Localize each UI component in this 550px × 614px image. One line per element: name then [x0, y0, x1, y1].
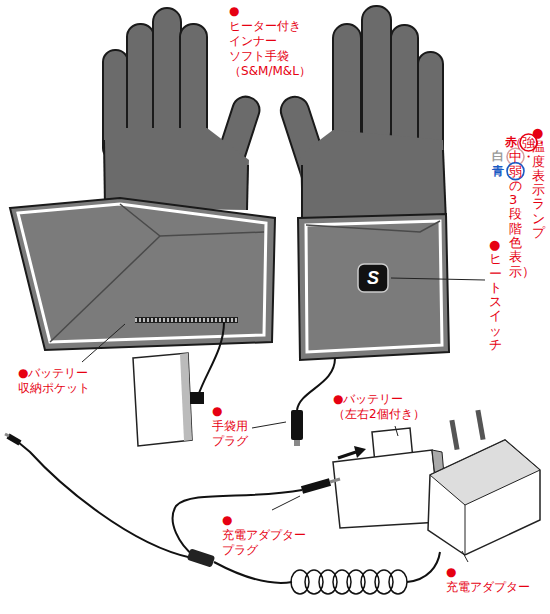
adapter-prong — [449, 420, 459, 450]
callout-label: ●充電アダプター — [446, 565, 530, 595]
glove-plug — [291, 358, 335, 446]
cable — [214, 562, 292, 583]
callout-label: ●温度表示ランプ — [532, 126, 545, 240]
ac-adapter — [428, 410, 540, 555]
wire — [198, 322, 224, 396]
cuff — [10, 198, 275, 350]
callout-label: （強・中・弱の3段階色表示） — [509, 136, 522, 279]
color-name: 青 — [492, 164, 504, 179]
cuff-fold — [50, 236, 160, 342]
glove-palm — [300, 130, 446, 222]
zipper — [135, 317, 238, 323]
cuff-trim — [18, 204, 266, 342]
battery-body — [133, 353, 192, 446]
glove-finger — [153, 8, 181, 148]
glove-battery — [133, 322, 224, 446]
leader-line — [252, 422, 286, 428]
glove-edge — [443, 150, 446, 222]
right-glove — [277, 6, 446, 222]
cable-coil — [319, 570, 337, 594]
adapter-body — [428, 440, 540, 555]
product-title: ●ヒーター付き インナー ソフト手袋 （S&M/M&L） — [229, 4, 311, 79]
callout-label: ●バッテリー 収納ポケット — [18, 366, 90, 396]
cable-end-tip — [5, 434, 9, 436]
adapter-prong — [475, 410, 485, 440]
plug-body — [291, 410, 303, 440]
insert-arrow — [338, 452, 356, 458]
cable-coil — [361, 570, 379, 594]
cable-joint — [187, 548, 215, 567]
leader-line — [391, 278, 485, 280]
color-name: 白 — [492, 149, 504, 164]
charger-cable — [18, 442, 440, 594]
leader-line — [462, 551, 468, 562]
cable-coil — [375, 570, 393, 594]
cable — [407, 552, 440, 582]
callout-label: ●手袋用 プラグ — [212, 404, 248, 449]
cable-coil — [333, 570, 351, 594]
cable-end-plug — [8, 436, 20, 443]
cuff — [298, 214, 449, 360]
plug-tip — [294, 440, 300, 446]
glove-edge — [104, 140, 105, 208]
battery-body — [333, 450, 440, 528]
glove-edge — [301, 165, 303, 222]
leader-line — [272, 496, 300, 510]
leader-line — [395, 426, 398, 436]
cable-coil — [389, 570, 407, 594]
glove-palm — [104, 128, 249, 210]
callout-label: ●ヒートスイッチ — [489, 238, 502, 352]
leader-line — [82, 324, 125, 362]
cuff-fold — [306, 221, 440, 232]
adapter-plug — [302, 482, 330, 490]
adapter-plug-tip — [330, 479, 340, 482]
insert-arrowhead — [354, 446, 366, 458]
glove-edge — [247, 165, 248, 210]
adapter-edge — [465, 505, 466, 555]
callout-label: ●充電アダプター プラグ — [222, 513, 306, 558]
cable-coil — [291, 570, 309, 594]
zipper-teeth — [135, 318, 238, 322]
glove-finger — [362, 6, 391, 146]
switch-logo: S — [367, 268, 379, 288]
color-name: 赤 — [505, 135, 517, 150]
heat-switch — [358, 264, 388, 292]
cable — [18, 442, 192, 558]
cable-coil — [347, 570, 365, 594]
cable-coil — [305, 570, 323, 594]
adapter-face — [430, 440, 540, 505]
left-cuff — [10, 198, 275, 350]
cuff-fold — [120, 204, 264, 236]
leader-lines — [82, 278, 485, 562]
wire — [297, 358, 335, 410]
battery-plug — [190, 392, 204, 404]
right-cuff — [298, 214, 449, 360]
glove-finger — [391, 25, 418, 155]
cuff-trim — [306, 221, 442, 352]
callout-label: ●バッテリー （左右2個付き） — [333, 392, 425, 422]
